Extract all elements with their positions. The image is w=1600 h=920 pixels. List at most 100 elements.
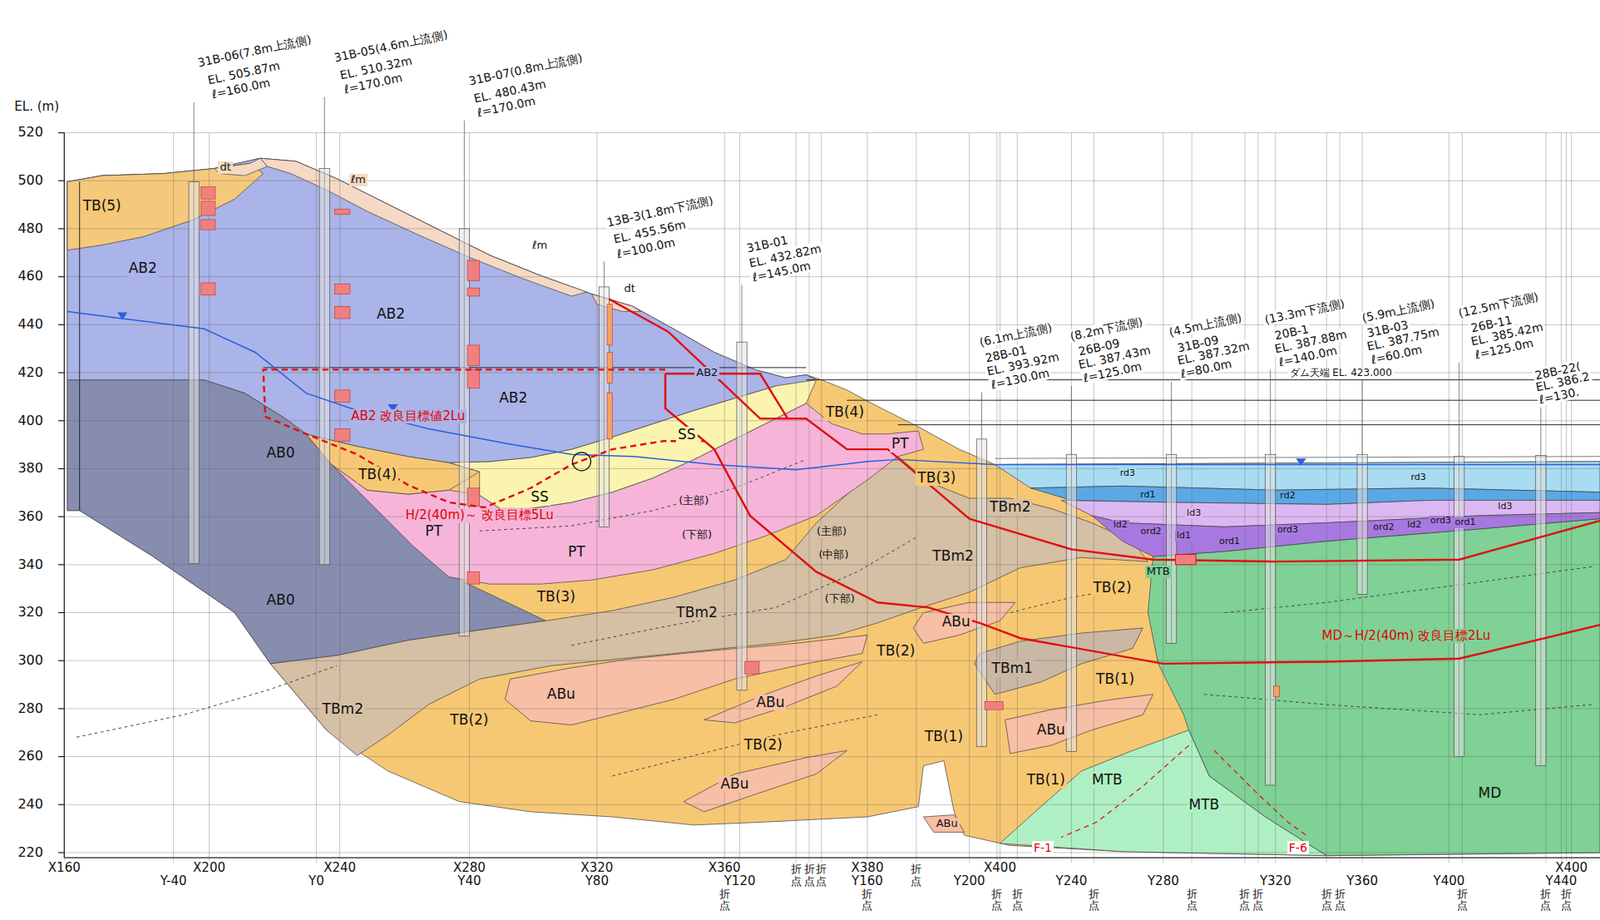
unit-label: ABu: [940, 613, 973, 631]
station-gridline: [1093, 133, 1095, 864]
section-shape: [1295, 458, 1306, 466]
elevation-gridline: [64, 180, 1600, 182]
axis-tick: [58, 612, 65, 613]
borehole-column: [1535, 454, 1546, 766]
axis-tick: [58, 132, 65, 134]
station-label: X320: [578, 860, 615, 875]
fault-label: F-1: [1032, 840, 1054, 855]
bend-point-label: 折点: [910, 863, 922, 888]
bend-point-label: 折点: [1540, 888, 1551, 913]
section-shape: [263, 369, 705, 508]
lugeon-bar: [607, 304, 613, 346]
unit-label: ℓm: [349, 173, 368, 187]
unit-label: AB2: [497, 390, 529, 407]
bend-point-label: 折点: [815, 863, 827, 888]
unit-label: (主部): [814, 525, 849, 539]
section-shape: [994, 456, 1600, 459]
improvement-lines: [263, 299, 1600, 838]
section-shape: [1147, 518, 1600, 856]
borehole-column: [319, 168, 330, 565]
station-gridline: [64, 133, 65, 864]
station-gridline: [1162, 133, 1164, 864]
station-gridline: [866, 133, 868, 864]
borehole-axis: [1540, 454, 1541, 766]
axis-tick: [58, 516, 65, 518]
borehole-leader: [324, 97, 326, 169]
unit-label: TB(4): [824, 404, 866, 421]
station-gridline: [1017, 133, 1018, 864]
station-gridline: [1244, 133, 1245, 864]
geologic-units: [67, 158, 1600, 855]
station-gridline: [1339, 133, 1341, 864]
station-label: Y360: [1344, 874, 1380, 889]
unit-label: TB(4): [356, 466, 399, 484]
borehole-axis: [324, 168, 326, 565]
borehole-leader: [1362, 367, 1363, 455]
elevation-gridline: [64, 468, 1600, 470]
unit-label: SS: [528, 488, 551, 506]
station-label: Y320: [1258, 874, 1294, 889]
axis-tick: [58, 227, 65, 229]
bend-point-label: 折点: [804, 863, 815, 888]
station-label: Y160: [849, 874, 885, 889]
elevation-tick-label: 240: [15, 796, 45, 812]
unit-label: TBm2: [987, 498, 1033, 516]
elevation-tick-label: 260: [15, 748, 45, 764]
lugeon-bar: [201, 219, 216, 230]
borehole-column: [1454, 456, 1465, 757]
sediment-label: ord3: [1428, 515, 1453, 527]
unit-label: TB(3): [535, 588, 578, 606]
unit-label: TB(1): [1094, 671, 1136, 688]
section-shape: [263, 366, 807, 368]
bend-point-label: 折点: [719, 888, 731, 913]
station-gridline: [1257, 133, 1259, 864]
elevation-tick-label: 480: [15, 221, 45, 237]
station-gridline: [1570, 133, 1572, 864]
elevation-tick-label: 520: [15, 124, 45, 140]
unit-label: AB2: [694, 366, 720, 380]
lugeon-bar: [334, 390, 350, 403]
section-shape: [76, 665, 337, 737]
unit-label: AB2: [375, 306, 407, 323]
section-shape: [898, 424, 1600, 425]
station-label: Y200: [952, 874, 988, 889]
station-label: Y-40: [158, 874, 189, 889]
station-label: Y240: [1053, 874, 1089, 889]
unit-label: MTB: [1090, 771, 1125, 789]
borehole-axis: [1362, 454, 1363, 594]
sediment-label: rd3: [1408, 472, 1428, 484]
section-shape: [1214, 750, 1306, 835]
station-gridline: [1448, 133, 1450, 864]
borehole-leader: [1071, 385, 1072, 455]
elevation-gridline: [64, 707, 1600, 709]
unit-label: ℓm: [530, 239, 549, 252]
borehole-axis: [1170, 454, 1172, 643]
borehole-column: [1265, 454, 1276, 786]
station-label: Y0: [306, 874, 326, 889]
unit-label: TB(2): [1091, 579, 1133, 597]
axis-tick: [58, 804, 65, 805]
sediment-label: ld2: [1111, 519, 1130, 531]
elevation-gridline: [64, 755, 1600, 757]
lugeon-bar: [467, 260, 480, 282]
station-label: Y40: [455, 874, 483, 889]
elevation-gridline: [64, 276, 1600, 277]
station-label: X400: [982, 860, 1018, 875]
bend-point-label: 折点: [1456, 888, 1468, 913]
lugeon-bar: [607, 393, 613, 440]
elevation-tick-label: 500: [15, 172, 45, 188]
borehole-column: [188, 181, 199, 563]
improvement-target-label: MD～H/2(40m) 改良目標2Lu: [1320, 628, 1493, 643]
section-shape: [1061, 745, 1189, 837]
axis-tick: [58, 707, 65, 709]
unit-label: PT: [566, 543, 588, 561]
borehole-axis: [981, 439, 983, 746]
axis-tick: [58, 468, 65, 470]
borehole-leader: [1540, 407, 1541, 456]
elevation-tick-label: 220: [15, 844, 45, 860]
borehole-column: [736, 341, 747, 691]
section-shape: [923, 814, 964, 833]
borehole-axis: [1269, 454, 1271, 786]
sediment-label: rd3: [1118, 468, 1137, 480]
